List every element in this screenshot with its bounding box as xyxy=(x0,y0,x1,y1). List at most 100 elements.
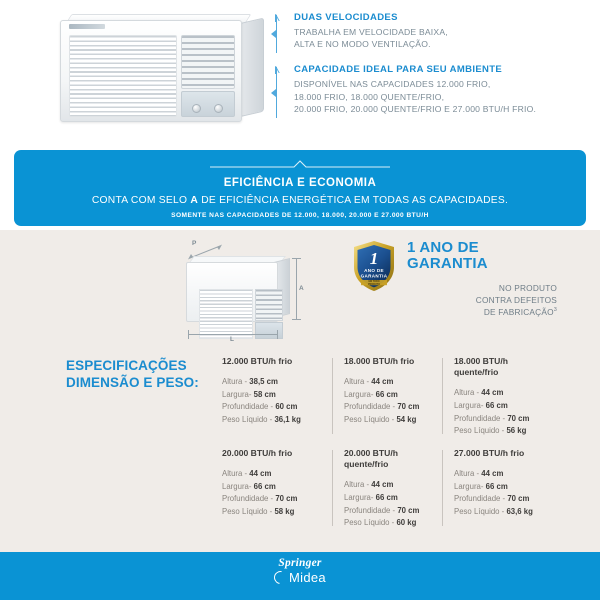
warranty-shield-icon: 1 ANO DE GARANTIA EM TODO PRODUTO xyxy=(354,241,394,291)
spec-label: Peso Líquido - xyxy=(222,415,275,425)
spec-value: 70 cm xyxy=(507,494,530,504)
spec-row: 12.000 BTU/h frio Altura - 38,5 cm Largu… xyxy=(222,356,562,448)
brace-icon xyxy=(271,15,286,54)
spec-line: Largura- 66 cm xyxy=(454,481,546,494)
spec-head: 20.000 BTU/h quente/frio xyxy=(344,448,398,470)
banner-title: EFICIÊNCIA E ECONOMIA xyxy=(223,177,377,189)
spec-value: 56 kg xyxy=(506,426,527,436)
warranty-title: 1 ANO DE GARANTIA xyxy=(407,239,488,273)
spec-line: Profundidade - 70 cm xyxy=(454,493,546,506)
spec-head: 12.000 BTU/h frio xyxy=(222,356,293,366)
spec-label: Peso Líquido - xyxy=(222,507,275,517)
chevron-peak-icon xyxy=(210,160,390,168)
spec-value: 63,6 kg xyxy=(506,507,533,517)
height-tick-top xyxy=(292,258,301,259)
warranty-block: 1 ANO DE GARANTIA EM TODO PRODUTO 1 ANO … xyxy=(352,238,562,318)
spec-line: Profundidade - 70 cm xyxy=(344,505,436,518)
spec-value: 44 cm xyxy=(481,388,504,398)
label-height: A xyxy=(299,285,304,292)
spec-value: 66 cm xyxy=(253,481,276,491)
spec-line: Peso Líquido - 36,1 kg xyxy=(222,414,326,427)
spec-value: 58 kg xyxy=(274,507,295,517)
brand-logo-springer: Springer xyxy=(278,557,322,569)
brand-logo-midea-text: Midea xyxy=(289,570,326,585)
length-dimension-line xyxy=(188,334,278,335)
efficiency-banner-section: EFICIÊNCIA E ECONOMIA CONTA COM SELO A D… xyxy=(0,146,600,230)
spec-value: 44 cm xyxy=(481,469,504,479)
feature-title: DUAS VELOCIDADES xyxy=(294,12,398,23)
spec-value: 60 cm xyxy=(275,402,298,412)
spec-head: 18.000 BTU/h quente/frio xyxy=(454,356,508,378)
brace-icon xyxy=(271,67,286,119)
product-photo-air-conditioner xyxy=(60,14,265,132)
brand-logo-midea: Midea xyxy=(0,568,600,587)
svg-text:ANO DE: ANO DE xyxy=(364,268,384,273)
spec-label: Profundidade - xyxy=(454,413,508,423)
specifications-title: ESPECIFICAÇÕES DIMENSÃO E PESO: xyxy=(66,358,199,390)
label-depth: P xyxy=(192,240,197,247)
spec-label: Altura - xyxy=(222,377,250,387)
footer-bar: Springer Midea xyxy=(0,552,600,600)
brand-logo: Springer Midea xyxy=(0,557,600,587)
spec-value: 70 cm xyxy=(275,494,298,504)
brace-arrow-icon xyxy=(271,30,276,39)
spec-line: Largura- 66 cm xyxy=(344,389,436,402)
spec-label: Peso Líquido - xyxy=(454,507,507,517)
ac-vent-blades xyxy=(181,35,235,89)
ac-control-panel xyxy=(181,91,235,117)
banner-subtitle-pre: CONTA COM SELO xyxy=(91,195,191,206)
diagram-unit-body xyxy=(186,262,283,339)
feature-body: TRABALHA EM VELOCIDADE BAIXA, ALTA E NO … xyxy=(294,27,448,50)
dimension-diagram: P A L xyxy=(178,240,308,345)
diagram-panel xyxy=(255,322,283,339)
feature-item-speeds: DUAS VELOCIDADES TRABALHA EM VELOCIDADE … xyxy=(271,12,588,54)
warranty-footnote-marker: 3 xyxy=(553,307,557,314)
spec-line: Peso Líquido - 60 kg xyxy=(344,517,436,530)
ac-knob-left xyxy=(192,104,201,113)
spec-value: 66 cm xyxy=(375,389,398,399)
spec-line: Altura - 44 cm xyxy=(454,387,546,400)
spec-line: Profundidade - 70 cm xyxy=(344,401,436,414)
spec-row: 20.000 BTU/h frio Altura - 44 cm Largura… xyxy=(222,448,562,540)
spec-line: Altura - 44 cm xyxy=(344,479,436,492)
spec-value: 36,1 kg xyxy=(274,415,301,425)
spec-line: Altura - 44 cm xyxy=(454,468,546,481)
spec-label: Altura - xyxy=(344,480,372,490)
spec-label: Altura - xyxy=(344,377,372,387)
feature-item-capacity: CAPACIDADE IDEAL PARA SEU AMBIENTE DISPO… xyxy=(271,64,588,119)
spec-label: Largura- xyxy=(454,400,486,410)
spec-value: 38,5 cm xyxy=(249,377,278,387)
spec-line: Profundidade - 60 cm xyxy=(222,401,326,414)
spec-value: 44 cm xyxy=(371,377,394,387)
spec-line: Peso Líquido - 63,6 kg xyxy=(454,506,546,519)
spec-value: 70 cm xyxy=(507,413,530,423)
spec-line: Largura- 66 cm xyxy=(222,481,326,494)
spec-line: Largura- 66 cm xyxy=(344,492,436,505)
spec-value: 70 cm xyxy=(397,402,420,412)
banner-subtitle-seal: A xyxy=(190,195,199,206)
svg-text:1: 1 xyxy=(370,249,379,268)
spec-label: Profundidade - xyxy=(222,494,276,504)
ac-louver-grille xyxy=(69,35,177,117)
spec-label: Largura- xyxy=(344,492,376,502)
spec-label: Largura- xyxy=(222,481,254,491)
feature-body: DISPONÍVEL NAS CAPACIDADES 12.000 FRIO, … xyxy=(294,79,537,114)
svg-text:GARANTIA: GARANTIA xyxy=(361,274,388,279)
spec-head: 18.000 BTU/h frio xyxy=(344,356,415,366)
spec-label: Altura - xyxy=(222,469,250,479)
spec-line: Altura - 44 cm xyxy=(344,376,436,389)
spec-cell: 18.000 BTU/h quente/frio Altura - 44 cm … xyxy=(442,356,552,448)
spec-value: 54 kg xyxy=(396,415,417,425)
svg-text:EM TODO: EM TODO xyxy=(368,280,379,283)
spec-line: Altura - 44 cm xyxy=(222,468,326,481)
spec-label: Altura - xyxy=(454,469,482,479)
spec-line: Largura- 58 cm xyxy=(222,389,326,402)
spec-label: Largura- xyxy=(222,389,254,399)
length-tick-left xyxy=(188,330,189,339)
spec-label: Profundidade - xyxy=(454,494,508,504)
ac-brand-chip xyxy=(69,24,105,29)
banner-fine-print: SOMENTE NAS CAPACIDADES DE 12.000, 18.00… xyxy=(171,212,429,219)
spec-head: 27.000 BTU/h frio xyxy=(454,448,525,458)
warranty-body-text: NO PRODUTO CONTRA DEFEITOS DE FABRICAÇÃO xyxy=(475,283,557,318)
